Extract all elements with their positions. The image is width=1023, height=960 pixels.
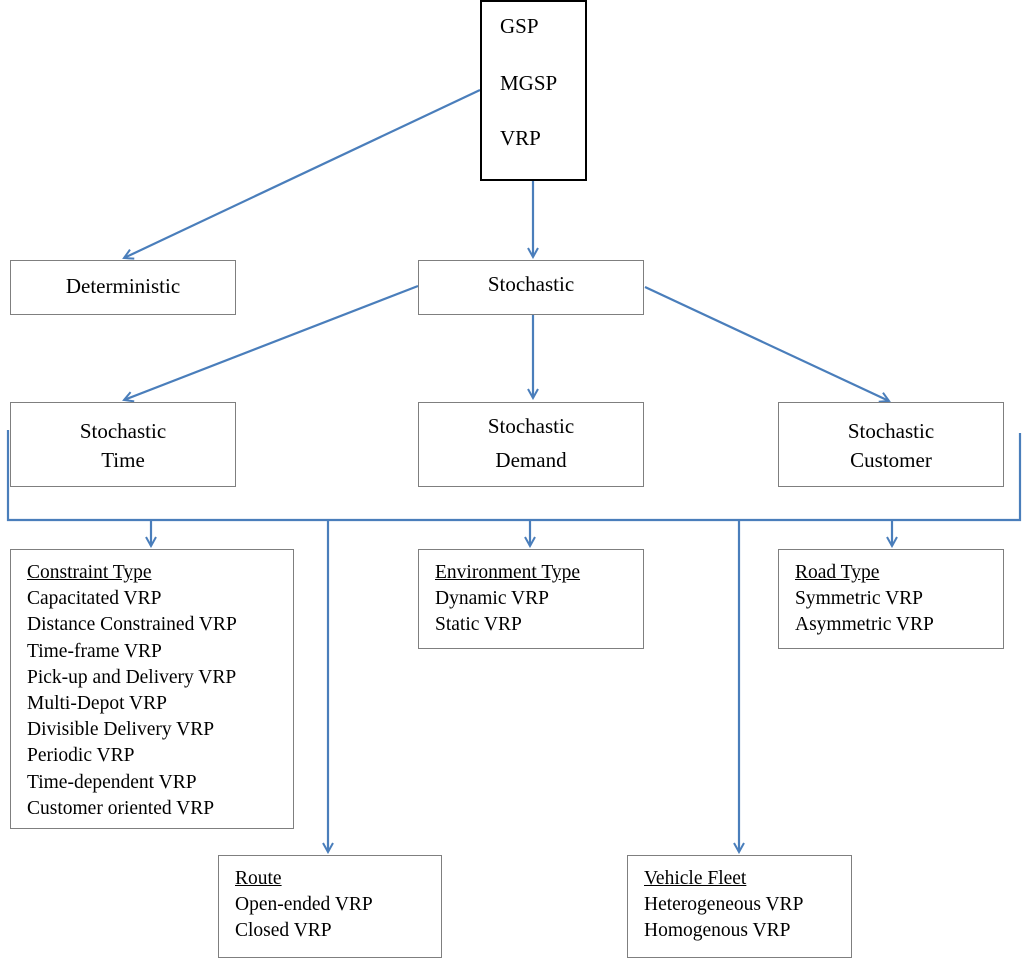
stochastic-customer-box: Stochastic Customer — [778, 402, 1004, 487]
root-item-vrp: VRP — [500, 126, 541, 150]
list-item: Static VRP — [435, 614, 522, 636]
list-item: Divisible Delivery VRP — [27, 719, 215, 741]
list-item: Time-frame VRP — [27, 640, 162, 662]
list-item: Pick-up and Delivery VRP — [27, 666, 237, 688]
root-box: GSP MGSP VRP — [480, 0, 587, 181]
road-type-box: Road Type Symmetric VRP Asymmetric VRP — [778, 549, 1004, 649]
vehicle-fleet-heading: Vehicle Fleet — [644, 868, 747, 889]
stochastic-label: Stochastic — [487, 272, 575, 296]
list-item: Customer oriented VRP — [27, 797, 215, 819]
vehicle-fleet-list: Vehicle Fleet Heterogeneous VRP Homogeno… — [644, 866, 803, 945]
deterministic-label: Deterministic — [65, 274, 181, 298]
stochastic-customer-line1: Stochastic — [847, 419, 935, 443]
constraint-type-box: Constraint Type Capacitated VRP Distance… — [10, 549, 294, 829]
arrow-stochastic-to-time — [124, 284, 419, 400]
stochastic-demand-line1: Stochastic — [487, 414, 575, 438]
road-type-heading: Road Type — [795, 562, 880, 583]
arrow-root-to-deterministic — [124, 89, 481, 258]
list-item: Closed VRP — [235, 920, 332, 942]
list-item: Distance Constrained VRP — [27, 614, 237, 636]
list-item: Time-dependent VRP — [27, 771, 197, 793]
environment-type-heading: Environment Type — [435, 562, 581, 583]
list-item: Open-ended VRP — [235, 894, 373, 916]
stochastic-time-line2: Time — [101, 448, 145, 472]
environment-type-box: Environment Type Dynamic VRP Static VRP — [418, 549, 644, 649]
stochastic-time-line1: Stochastic — [79, 419, 167, 443]
list-item: Symmetric VRP — [795, 588, 924, 610]
environment-type-list: Environment Type Dynamic VRP Static VRP — [435, 560, 580, 639]
list-item: Periodic VRP — [27, 745, 135, 767]
route-list: Route Open-ended VRP Closed VRP — [235, 866, 373, 945]
vehicle-fleet-box: Vehicle Fleet Heterogeneous VRP Homogeno… — [627, 855, 852, 958]
list-item: Capacitated VRP — [27, 588, 162, 610]
stochastic-box: Stochastic — [418, 260, 644, 315]
list-item: Multi-Depot VRP — [27, 693, 167, 715]
deterministic-box: Deterministic — [10, 260, 236, 315]
list-item: Dynamic VRP — [435, 588, 549, 610]
stochastic-customer-line2: Customer — [850, 448, 932, 472]
list-item: Homogenous VRP — [644, 920, 791, 942]
arrow-stochastic-to-customer — [644, 286, 889, 401]
stochastic-time-box: Stochastic Time — [10, 402, 236, 487]
road-type-list: Road Type Symmetric VRP Asymmetric VRP — [795, 560, 934, 639]
stochastic-demand-line2: Demand — [495, 448, 567, 472]
list-item: Heterogeneous VRP — [644, 894, 804, 916]
bracket-line — [6, 430, 1022, 522]
route-box: Route Open-ended VRP Closed VRP — [218, 855, 442, 958]
list-item: Asymmetric VRP — [795, 614, 934, 636]
constraint-type-list: Constraint Type Capacitated VRP Distance… — [27, 560, 237, 822]
route-heading: Route — [235, 868, 282, 889]
constraint-type-heading: Constraint Type — [27, 562, 152, 583]
root-item-gsp: GSP — [500, 14, 539, 38]
root-item-mgsp: MGSP — [500, 71, 558, 95]
stochastic-demand-box: Stochastic Demand — [418, 402, 644, 487]
